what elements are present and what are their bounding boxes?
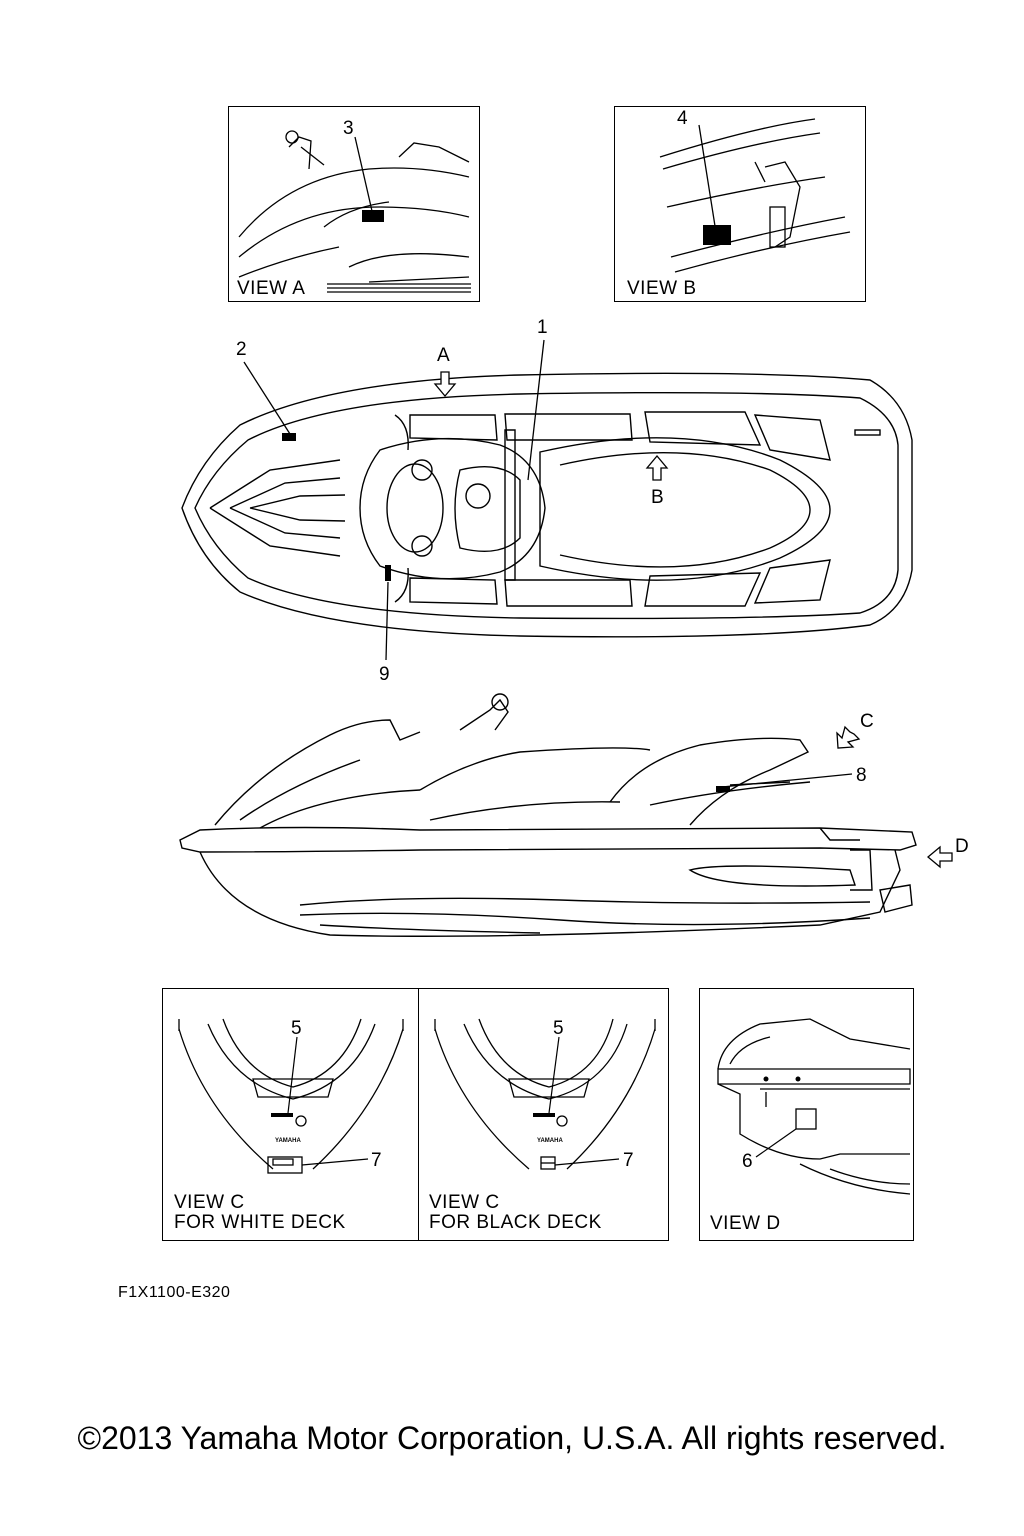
yamaha-logo-black: YAMAHA [537, 1138, 563, 1144]
view-d-label: VIEW D [710, 1213, 781, 1234]
view-c-white-label-2: FOR WHITE DECK [174, 1212, 346, 1233]
callout-8: 8 [856, 765, 867, 786]
arrow-a-label: A [437, 345, 450, 366]
view-c-black-panel: YAMAHA 5 7 VIEW C FOR BLACK DECK [418, 988, 669, 1241]
yamaha-logo-white: YAMAHA [275, 1138, 301, 1144]
view-b-panel: 4 VIEW B [614, 106, 866, 302]
callout-7-white: 7 [371, 1150, 382, 1171]
view-c-white-drawing: YAMAHA [178, 1018, 404, 1174]
callout-5-white: 5 [291, 1018, 302, 1039]
drawing-code: F1X1100-E320 [118, 1284, 231, 1301]
view-a-panel: 3 VIEW A [228, 106, 480, 302]
view-a-drawing [238, 130, 471, 293]
callout-1: 1 [537, 317, 548, 338]
view-c-black-label-2: FOR BLACK DECK [429, 1212, 602, 1233]
side-view-drawing [179, 693, 953, 937]
view-d-drawing [717, 1018, 911, 1195]
callout-2: 2 [236, 339, 247, 360]
view-c-black-drawing: YAMAHA [434, 1018, 656, 1170]
view-b-drawing [659, 118, 851, 273]
arrow-b-label: B [651, 487, 664, 508]
callout-7-black: 7 [623, 1150, 634, 1171]
view-c-white-label-1: VIEW C [174, 1192, 245, 1213]
arrow-d-label: D [955, 836, 969, 857]
view-c-white-panel: YAMAHA 5 7 VIEW C FOR WHITE DECK [162, 988, 419, 1241]
callout-9: 9 [379, 664, 390, 685]
copyright-notice: ©2013 Yamaha Motor Corporation, U.S.A. A… [77, 1420, 947, 1456]
callout-5-black: 5 [553, 1018, 564, 1039]
arrow-c-label: C [860, 711, 874, 732]
view-c-black-label-1: VIEW C [429, 1192, 500, 1213]
callout-3: 3 [343, 118, 354, 139]
view-d-panel: 6 VIEW D [699, 988, 914, 1241]
view-b-label: VIEW B [627, 278, 697, 299]
callout-6: 6 [742, 1151, 753, 1172]
callout-4: 4 [677, 108, 688, 129]
view-a-label: VIEW A [237, 278, 306, 299]
top-view-drawing [181, 339, 913, 661]
